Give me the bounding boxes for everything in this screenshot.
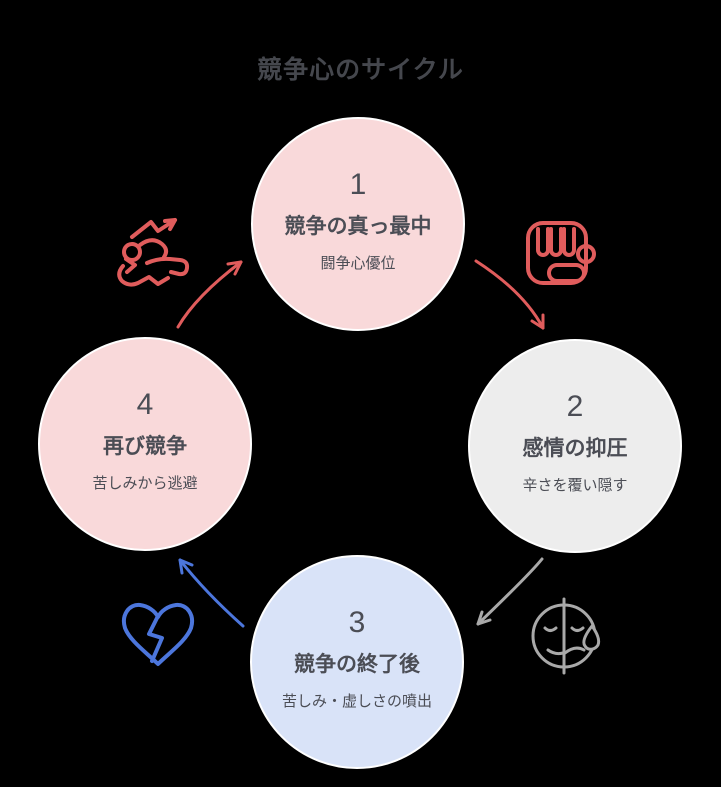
step-number: 3 — [348, 605, 366, 639]
running-person-rising-arrow-icon — [117, 218, 190, 287]
step-sublabel: 苦しみから逃避 — [92, 474, 198, 492]
arrow-step4-to-step1 — [176, 260, 243, 329]
step-label: 感情の抑圧 — [522, 436, 628, 460]
step-circle-4-content: 4 再び競争 苦しみから逃避 — [92, 387, 197, 494]
step-sublabel: 辛さを覆い隠す — [522, 476, 628, 494]
step-number: 4 — [136, 387, 154, 421]
step-number: 1 — [349, 167, 367, 201]
diagram-title: 競争心のサイクル — [257, 56, 464, 84]
step-circle-2: 2 感情の抑圧 辛さを覆い隠す — [468, 339, 682, 553]
step-circle-3-content: 3 競争の終了後 苦しみ・虚しさの噴出 — [282, 605, 432, 712]
step-circle-4: 4 再び競争 苦しみから逃避 — [38, 337, 252, 551]
step-sublabel: 苦しみ・虚しさの噴出 — [281, 692, 432, 710]
step-circle-2-content: 2 感情の抑圧 辛さを覆い隠す — [522, 389, 627, 496]
arrow-step1-to-step2 — [474, 259, 545, 330]
fist-icon — [526, 221, 596, 285]
arrow-step3-to-step4 — [178, 558, 245, 628]
arrow-step2-to-step3 — [476, 557, 544, 626]
half-smiling-half-crying-face-icon — [531, 597, 601, 675]
step-circle-3: 3 競争の終了後 苦しみ・虚しさの噴出 — [250, 555, 464, 769]
step-circle-1: 1 競争の真っ最中 闘争心優位 — [251, 117, 465, 331]
step-circle-1-content: 1 競争の真っ最中 闘争心優位 — [285, 167, 432, 274]
step-label: 競争の終了後 — [293, 652, 420, 676]
step-sublabel: 闘争心優位 — [320, 254, 396, 272]
step-label: 再び競争 — [102, 434, 187, 458]
broken-heart-icon — [122, 602, 194, 666]
step-number: 2 — [566, 389, 584, 423]
step-label: 競争の真っ最中 — [284, 214, 432, 238]
